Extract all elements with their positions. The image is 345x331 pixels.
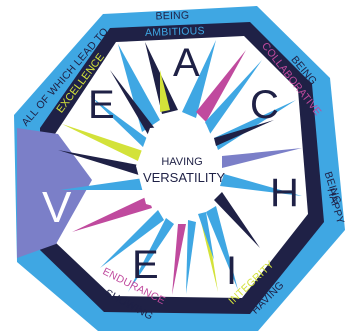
label-ambitious: AMBITIOUS — [145, 25, 205, 39]
letter-v: V — [42, 183, 72, 232]
letter-a: A — [173, 41, 200, 85]
star-rays — [58, 40, 302, 295]
letter-c: C — [250, 83, 279, 127]
letter-e-bottom: E — [132, 243, 159, 287]
v-segment — [17, 128, 92, 258]
letter-h: H — [270, 171, 299, 215]
letter-i: I — [226, 249, 237, 293]
center-patch — [136, 124, 222, 214]
center-line2: VERSATILITY — [143, 170, 225, 185]
label-being-top: BEING — [155, 9, 189, 22]
center-line1: HAVING — [161, 156, 202, 168]
letter-e-top: E — [88, 83, 115, 127]
